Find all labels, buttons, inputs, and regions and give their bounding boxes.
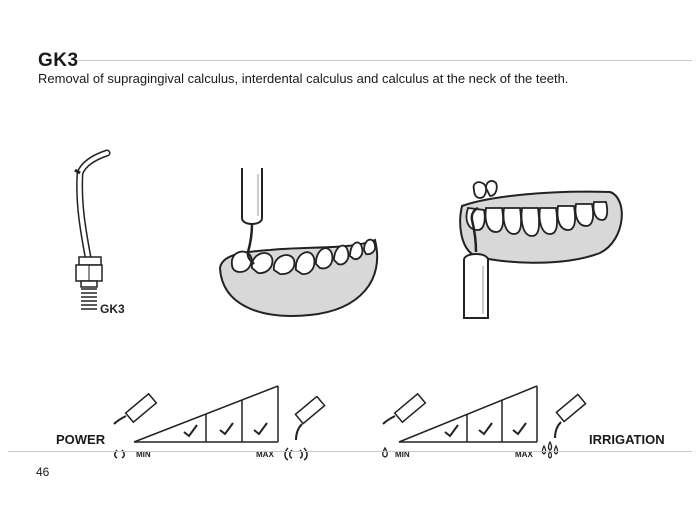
irrigation-min-label: MIN xyxy=(395,450,410,459)
power-label: POWER xyxy=(56,432,106,447)
power-step-2-check xyxy=(219,422,234,436)
power-scale: MIN MAX xyxy=(113,385,279,459)
irrigation-label: IRRIGATION xyxy=(589,432,665,447)
handpiece-icon xyxy=(555,393,587,423)
page-title: GK3 xyxy=(38,50,79,71)
irrigation-step-3-check xyxy=(512,422,527,436)
header-divider xyxy=(78,60,692,61)
handpiece-icon xyxy=(393,392,427,424)
power-min-label: MIN xyxy=(136,450,151,459)
power-step-1-check xyxy=(183,424,198,438)
tip-description: Removal of supragingival calculus, inter… xyxy=(38,71,569,86)
power-max-handpiece xyxy=(284,396,326,461)
gk3-tip-illustration: GK3 xyxy=(74,149,125,316)
handpiece-icon xyxy=(294,396,326,425)
footer-divider xyxy=(8,451,692,452)
single-drop-icon xyxy=(382,446,388,458)
irrigation-step-1-check xyxy=(444,424,459,438)
multi-drop-icon xyxy=(541,440,559,459)
upper-jaw-illustration xyxy=(459,180,623,319)
tip-label: GK3 xyxy=(100,302,125,316)
low-vibration-icon xyxy=(114,449,125,459)
high-vibration-icon xyxy=(284,447,308,461)
lower-jaw-illustration xyxy=(218,168,379,317)
irrigation-scale: MIN MAX xyxy=(382,385,587,459)
page-number: 46 xyxy=(36,465,50,479)
power-step-3-check xyxy=(253,422,268,436)
irrigation-max-label: MAX xyxy=(515,450,533,459)
handpiece-icon xyxy=(124,392,158,424)
power-max-label: MAX xyxy=(256,450,274,459)
irrigation-step-2-check xyxy=(478,422,493,436)
